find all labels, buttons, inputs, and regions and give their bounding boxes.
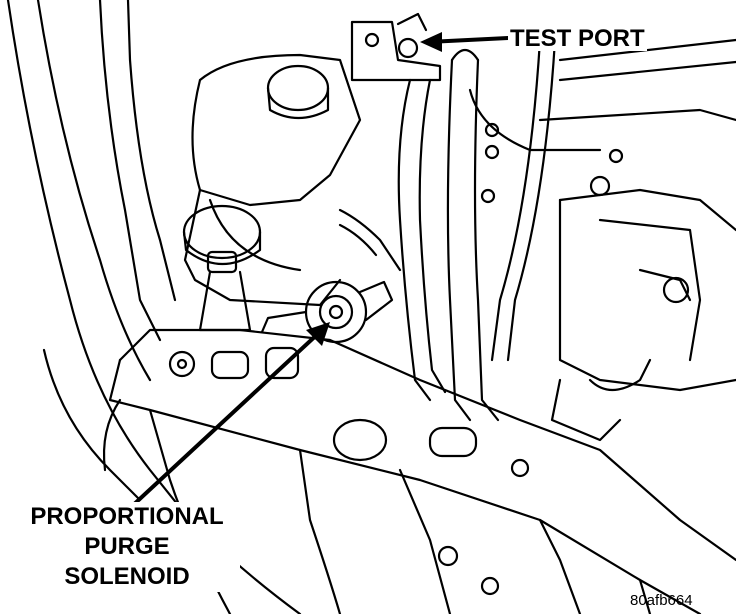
- purge-solenoid-arrow: [128, 328, 324, 510]
- test-port-arrowhead: [420, 32, 442, 52]
- purge-solenoid: [260, 280, 394, 344]
- purge-label-line-3: SOLENOID: [64, 563, 190, 590]
- reservoir: [183, 53, 362, 307]
- test-port-bracket: [350, 12, 442, 82]
- test-port-label: TEST PORT: [508, 25, 647, 52]
- vacuum-lines: [338, 38, 602, 422]
- engine-components: [480, 38, 736, 442]
- purge-solenoid-arrowhead: [306, 322, 330, 346]
- figure-id: 80afb664: [630, 592, 693, 609]
- radiator-support: [102, 328, 736, 614]
- proportional-purge-solenoid-label: PROPORTIONAL PURGE SOLENOID: [14, 502, 240, 592]
- purge-label-line-1: PROPORTIONAL: [30, 503, 224, 530]
- purge-label-line-2: PURGE: [84, 533, 170, 560]
- filler-cap: [182, 204, 262, 332]
- leader-arrows: [128, 36, 510, 510]
